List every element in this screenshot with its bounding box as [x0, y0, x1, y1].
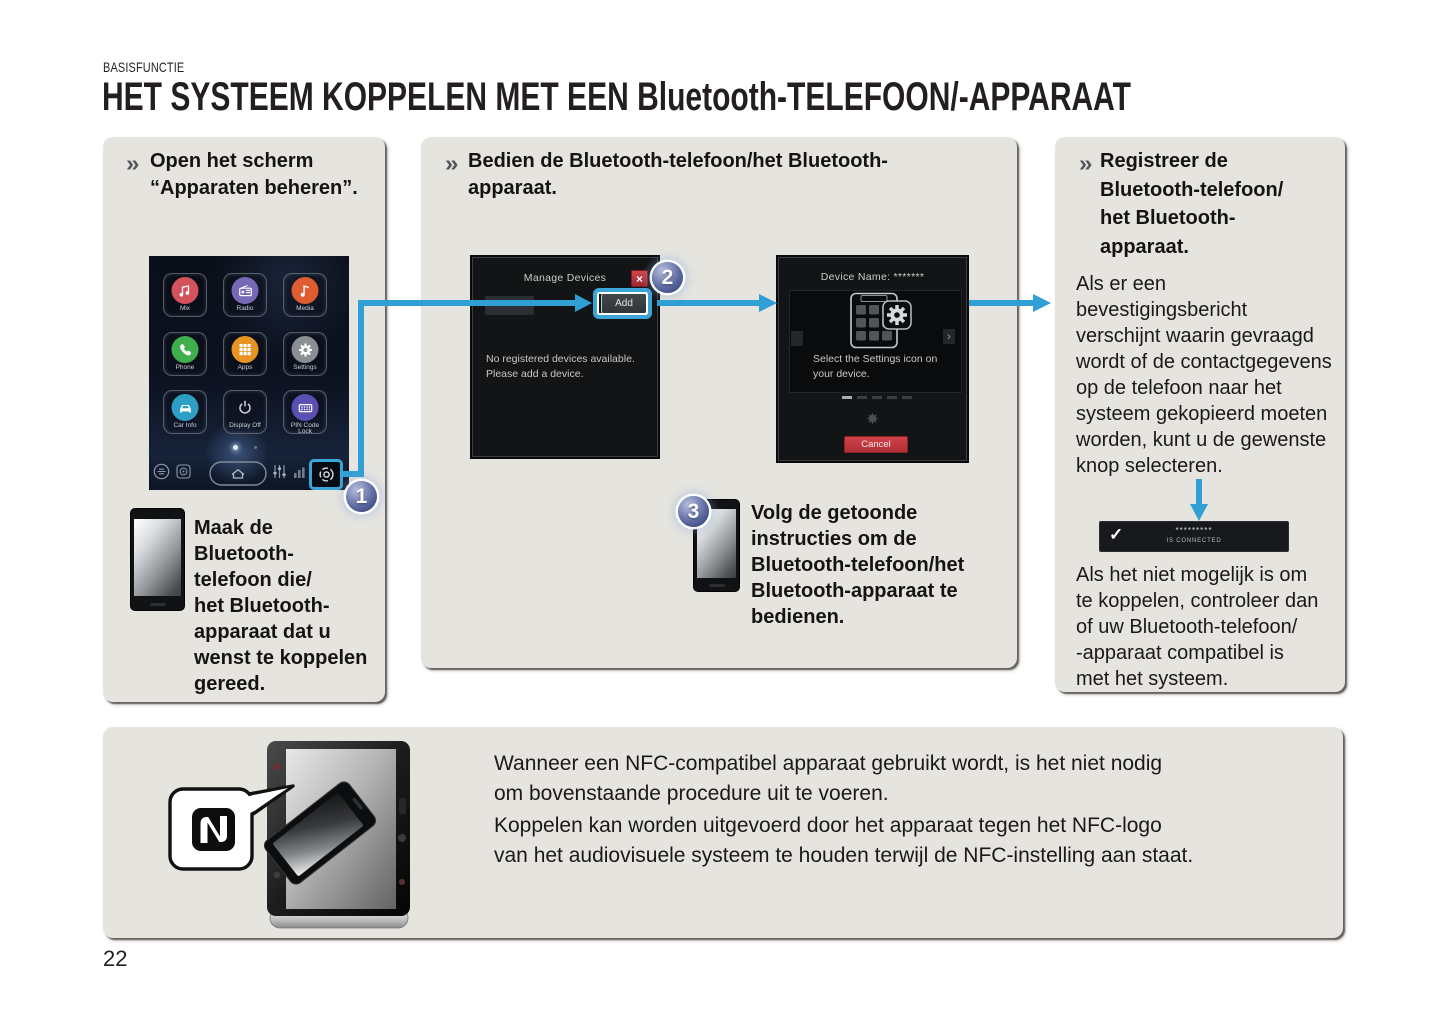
step2-heading: Bedien de Bluetooth-telefoon/het Bluetoo… [468, 150, 888, 199]
step3-para1: Als er een bevestigingsbericht verschijn… [1076, 273, 1332, 477]
device-phone-illustration [850, 292, 912, 349]
spinner-icon: ✸ [866, 411, 879, 428]
gear-icon [887, 305, 907, 325]
step3-panel: » Registreer de Bluetooth-telefoon/ het … [1055, 137, 1345, 692]
next-page-arrow: › [943, 329, 955, 344]
step3-para2: Als het niet mogelijk is om te koppelen,… [1076, 564, 1319, 690]
pin-code-lock-icon [291, 394, 319, 421]
bluetooth-phone-illustration [130, 508, 185, 611]
tile-label: Display Off [229, 422, 261, 429]
step2-chevron-icon: » [445, 150, 459, 176]
dock-sliders-icon [271, 463, 288, 485]
media-icon [291, 277, 319, 304]
cancel-button: Cancel [844, 436, 908, 453]
tile-label: PIN Code Lock [290, 422, 320, 435]
step2-panel: » Bedien de Bluetooth-telefoon/het Bluet… [421, 137, 1017, 668]
car-info-icon [171, 394, 199, 421]
carousel-dashes [842, 386, 917, 399]
page-indicator-dots [149, 444, 349, 452]
display-off-icon [232, 394, 259, 421]
tile-label: Apps [237, 364, 253, 371]
tile-settings: Settings [283, 332, 327, 376]
dock-bar [149, 458, 349, 490]
dock-voice-icon [153, 463, 170, 485]
carousel-dash-active [842, 396, 852, 399]
page-title: HET SYSTEEM KOPPELEN MET EEN Bluetooth-T… [102, 75, 1131, 119]
step1-heading: Open het scherm “Apparaten beheren”. [150, 150, 358, 199]
add-button: Add [601, 293, 647, 314]
add-button-highlight [593, 288, 652, 319]
nfc-logo [192, 808, 235, 851]
step2-note: Volg de getoonde instructies om de Bluet… [751, 502, 965, 628]
tile-phone: Phone [163, 332, 207, 376]
section-eyebrow: BASISFUNCTIE [103, 59, 185, 75]
check-icon: ✓ [1109, 525, 1124, 544]
tile-car-info: Car Info [163, 390, 207, 434]
phone-home-slot [708, 584, 725, 587]
step1-panel: » Open het scherm “Apparaten beheren”. M… [103, 137, 385, 702]
nfc-phone-illustration [263, 781, 377, 885]
device-list-slab [485, 296, 534, 315]
page-number: 22 [103, 946, 128, 971]
step3-chevron-icon: » [1079, 150, 1093, 176]
inactive-page-dot [254, 446, 257, 449]
step1-note: Maak de Bluetooth- telefoon die/ het Blu… [194, 517, 368, 695]
callout-2: 2 [652, 262, 683, 293]
nfc-callout-bubble [168, 784, 295, 871]
device-name-title: Device Name: ******* [820, 271, 925, 283]
callout-3: 3 [678, 496, 709, 527]
infotainment-home-screen: Mix Radio Media Phone [149, 256, 349, 490]
dock-chart-icon [293, 466, 306, 484]
close-icon: × [631, 270, 648, 287]
settings-icon [291, 336, 319, 363]
device-name-screen: Device Name: ******* [776, 255, 969, 463]
device-instruction-panel: › Select the Settings icon on your devic… [789, 290, 962, 399]
carousel-dash [887, 396, 897, 399]
phone-home-slot [149, 603, 166, 606]
connected-status-bar: ✓ ********* IS CONNECTED [1099, 521, 1289, 552]
tile-radio: Radio [223, 273, 267, 317]
tile-display-off: Display Off [223, 390, 267, 434]
carousel-dash [902, 396, 912, 399]
dock-cd-icon [176, 464, 191, 484]
tile-pin-code-lock: PIN Code Lock [283, 390, 327, 435]
tile-label: Media [296, 305, 314, 312]
manage-devices-title: Manage Devices [523, 272, 607, 284]
manage-devices-screen: Manage Devices × No registered devices a… [470, 255, 660, 459]
tile-media: Media [283, 273, 327, 317]
connected-status: IS CONNECTED [1166, 538, 1222, 544]
step1-chevron-icon: » [126, 150, 140, 176]
dock-settings-highlight [309, 459, 343, 490]
manage-devices-message: No registered devices available. Please … [486, 353, 635, 380]
dock-settings-icon [318, 467, 334, 482]
tile-label: Radio [236, 305, 254, 312]
radio-icon [231, 277, 259, 304]
callout-1: 1 [346, 481, 377, 512]
apps-icon [231, 336, 259, 363]
active-page-dot [233, 445, 238, 450]
nfc-para2: Koppelen kan worden uitgevoerd door het … [494, 814, 1194, 867]
dock-home-button [209, 461, 267, 491]
masked-device-name: ********* [1175, 526, 1213, 535]
nfc-illustration [168, 741, 410, 929]
step3-heading: Registreer de Bluetooth-telefoon/ het Bl… [1100, 150, 1284, 258]
carousel-dash [857, 396, 867, 399]
tile-label: Phone [175, 364, 195, 371]
mix-icon [171, 277, 199, 304]
tile-label: Mix [179, 305, 191, 312]
tile-mix: Mix [163, 273, 207, 317]
device-instruction: Select the Settings icon on your device. [813, 353, 938, 380]
phone-icon [171, 336, 199, 363]
carousel-dash [872, 396, 882, 399]
nfc-para1: Wanneer een NFC-compatibel apparaat gebr… [494, 752, 1163, 805]
prev-page-arrow [791, 331, 803, 346]
phone-screen [134, 519, 181, 596]
arrowhead-3 [1033, 294, 1051, 312]
tile-label: Car Info [173, 422, 197, 429]
tile-label: Settings [293, 364, 317, 371]
tile-apps: Apps [223, 332, 267, 376]
nfc-note-panel: Wanneer een NFC-compatibel apparaat gebr… [103, 727, 1343, 938]
